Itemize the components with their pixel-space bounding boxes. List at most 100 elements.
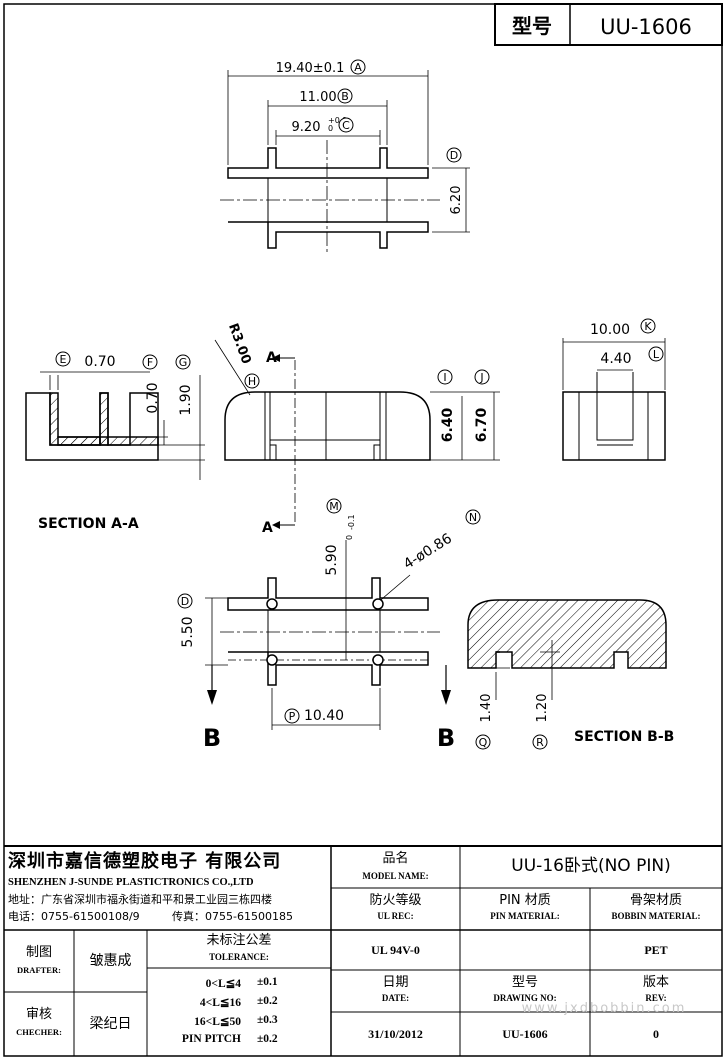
section-aa-title: SECTION A-A bbox=[38, 516, 139, 532]
svg-text:E: E bbox=[60, 353, 67, 366]
callout-g: G bbox=[175, 354, 191, 370]
company-phone: 电话：0755-61500108/9 bbox=[8, 910, 140, 924]
tolerance-row: 16<L≦50 ±0.3 bbox=[147, 1014, 331, 1032]
tolerance-range: 16<L≦50 bbox=[194, 1016, 241, 1028]
dim-m-tol-lower: -0.1 bbox=[347, 514, 356, 530]
front-view bbox=[214, 339, 500, 526]
callout-m: M bbox=[326, 498, 342, 514]
model-name-value: UU-16卧式(NO PIN) bbox=[511, 856, 671, 877]
drawing-no-label-en: DRAWING NO: bbox=[493, 993, 557, 1004]
dim-b-label: 11.00 bbox=[299, 90, 336, 105]
pitch-p-label: 10.40 bbox=[304, 708, 344, 724]
dim-d-label: 6.20 bbox=[449, 186, 464, 215]
watermark: www.jxdbobbin.com bbox=[521, 1001, 687, 1017]
tolerance-range: 0<L≦4 bbox=[205, 978, 241, 990]
svg-text:N: N bbox=[469, 511, 477, 524]
bobbin-material-value: PET bbox=[644, 942, 668, 957]
dim-c-tol-upper: +0.1 bbox=[328, 116, 347, 125]
dim-d2-label: 5.50 bbox=[180, 616, 196, 647]
svg-text:H: H bbox=[248, 375, 256, 388]
company-name-cn: 深圳市嘉信德塑胶电子 有限公司 bbox=[8, 850, 282, 872]
date-label-cn: 日期 bbox=[382, 975, 409, 991]
callout-d2: D bbox=[177, 593, 193, 609]
dim-r-label: 1.20 bbox=[535, 694, 550, 723]
dim-l-label: 4.40 bbox=[600, 351, 631, 367]
svg-text:K: K bbox=[644, 320, 652, 333]
drafter-name: 皱惠成 bbox=[89, 952, 132, 969]
arrow-b-left bbox=[207, 690, 217, 705]
callout-p: P bbox=[284, 708, 300, 724]
header-box: 型号 UU-1606 bbox=[494, 3, 723, 46]
callout-c: C bbox=[338, 117, 354, 133]
dim-m-label: 5.90 bbox=[324, 544, 340, 575]
rev-label-cn: 版本 bbox=[642, 975, 669, 991]
bobbin-material-label-cn: 骨架材质 bbox=[629, 893, 682, 909]
tolerance-row: 4<L≦16 ±0.2 bbox=[147, 995, 331, 1013]
cut-a-top: A bbox=[266, 350, 277, 366]
tolerance-range: PIN PITCH bbox=[181, 1033, 241, 1045]
callout-a: A bbox=[350, 59, 366, 75]
pins-n-label: 4-ø0.86 bbox=[401, 531, 455, 573]
top-view bbox=[220, 70, 470, 255]
section-bb bbox=[467, 599, 667, 700]
callout-e: E bbox=[55, 351, 71, 367]
drafter-label-cn: 制图 bbox=[25, 945, 52, 961]
tolerance-value: ±0.2 bbox=[257, 995, 278, 1007]
radius-h-label: R3.00 bbox=[225, 321, 253, 366]
side-view bbox=[562, 338, 666, 461]
sheet-border bbox=[3, 3, 723, 1057]
ul-value: UL 94V-0 bbox=[371, 942, 420, 957]
callout-k: K bbox=[640, 318, 656, 334]
callout-j: J bbox=[474, 369, 490, 385]
svg-text:M: M bbox=[329, 500, 339, 513]
dim-a-label: 19.40±0.1 bbox=[276, 61, 345, 76]
svg-text:P: P bbox=[289, 710, 296, 723]
view-b-right: B bbox=[437, 724, 455, 752]
dim-j-label: 6.70 bbox=[474, 407, 490, 442]
tolerance-row: PIN PITCH ±0.2 bbox=[147, 1033, 331, 1051]
rev-value: 0 bbox=[653, 1026, 659, 1041]
svg-text:L: L bbox=[653, 348, 660, 361]
svg-text:R: R bbox=[536, 736, 544, 749]
view-b-left: B bbox=[203, 724, 221, 752]
pin-material-label-en: PIN MATERIAL: bbox=[490, 911, 560, 922]
tolerance-label-cn: 未标注公差 bbox=[206, 933, 272, 949]
top-view-text: 19.40±0.1 11.00 9.20 +0.1 0 6.20 bbox=[276, 61, 464, 214]
svg-text:J: J bbox=[479, 371, 483, 384]
drawing-no-label-cn: 型号 bbox=[511, 975, 538, 991]
model-name-label-cn: 品名 bbox=[382, 851, 409, 867]
drafter-label-en: DRAFTER: bbox=[17, 965, 61, 976]
header-label: 型号 bbox=[512, 14, 552, 38]
tolerance-label-en: TOLERANCE: bbox=[209, 951, 269, 962]
title-block-grid bbox=[4, 845, 722, 1056]
company-name-en: SHENZHEN J-SUNDE PLASTICTRONICS CO.,LTD bbox=[8, 876, 254, 888]
checker-name: 梁纪日 bbox=[89, 1015, 132, 1032]
bottom-view bbox=[205, 540, 447, 730]
callout-bubbles: A B C D E F G H I J K L M N D P Q R bbox=[55, 59, 664, 750]
checker-label-cn: 审核 bbox=[25, 1007, 52, 1023]
svg-text:B: B bbox=[341, 90, 349, 103]
ul-label-cn: 防火等级 bbox=[369, 893, 422, 909]
svg-text:C: C bbox=[342, 119, 350, 132]
header-model: UU-1606 bbox=[600, 15, 692, 39]
callout-d: D bbox=[446, 147, 462, 163]
callout-f: F bbox=[142, 354, 158, 370]
ul-label-en: UL REC: bbox=[377, 911, 414, 922]
callout-r: R bbox=[532, 734, 548, 750]
tolerance-value: ±0.2 bbox=[257, 1033, 278, 1045]
callout-h: H bbox=[244, 373, 260, 389]
pin-material-value bbox=[460, 930, 590, 970]
dim-m-tol-upper: 0 bbox=[345, 535, 354, 540]
svg-text:D: D bbox=[181, 595, 189, 608]
callout-i: I bbox=[437, 369, 453, 385]
callout-q: Q bbox=[475, 734, 491, 750]
bobbin-material-label-en: BOBBIN MATERIAL: bbox=[611, 911, 701, 922]
section-aa bbox=[25, 371, 205, 480]
svg-text:D: D bbox=[450, 149, 458, 162]
tolerance-value: ±0.1 bbox=[257, 976, 278, 988]
cut-a-bottom: A bbox=[262, 520, 273, 536]
callout-l: L bbox=[648, 346, 664, 362]
section-bb-title: SECTION B-B bbox=[574, 729, 674, 745]
dim-c-label: 9.20 bbox=[292, 120, 321, 135]
